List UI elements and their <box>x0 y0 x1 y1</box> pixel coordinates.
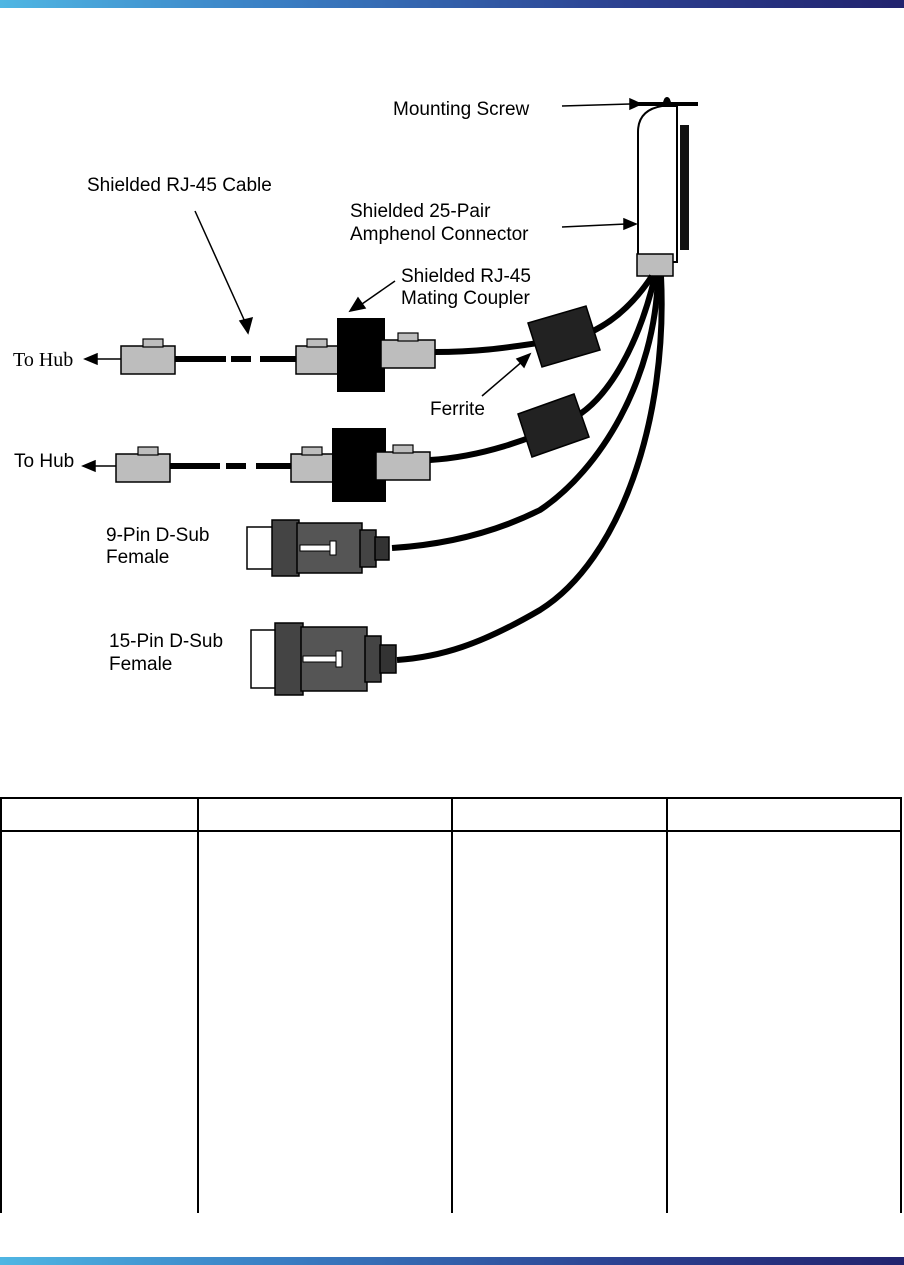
label-rj45-cable: Shielded RJ-45 Cable <box>87 175 272 196</box>
cable-diagram: Mounting Screw Shielded RJ-45 Cable Shie… <box>13 97 698 696</box>
amphenol-connector <box>632 97 698 277</box>
coupler-2 <box>290 428 431 502</box>
label-ferrite: Ferrite <box>430 399 485 420</box>
coupler-1 <box>295 318 436 392</box>
label-dsub15-line2: Female <box>109 654 172 675</box>
rj45-plug-hub-2 <box>115 446 171 483</box>
label-amphenol-line1: Shielded 25-Pair <box>350 201 491 222</box>
table-col-border <box>451 797 453 1213</box>
table-col-border <box>666 797 668 1213</box>
leader-lines <box>81 97 643 473</box>
table-col-border <box>0 797 2 1213</box>
label-coupler-line1: Shielded RJ-45 <box>401 266 531 287</box>
label-dsub9-line2: Female <box>106 547 169 568</box>
cable-bundle <box>391 274 665 663</box>
ferrite-1 <box>527 305 601 368</box>
label-dsub15-line1: 15-Pin D-Sub <box>109 631 223 652</box>
label-to-hub-2: To Hub <box>14 451 74 472</box>
dsub15-connector <box>250 622 397 696</box>
header-gradient-bar <box>0 0 904 8</box>
ferrite-2 <box>517 393 590 458</box>
rj45-plug-hub-1 <box>120 338 176 375</box>
table-col-border <box>197 797 199 1213</box>
label-dsub9-line1: 9-Pin D-Sub <box>106 525 210 546</box>
label-mounting-screw: Mounting Screw <box>393 99 530 120</box>
label-coupler-line2: Mating Coupler <box>401 288 531 309</box>
data-table <box>0 797 902 1213</box>
footer-gradient-bar <box>0 1257 904 1265</box>
dsub9-connector <box>246 519 390 577</box>
label-amphenol-line2: Amphenol Connector <box>350 224 529 245</box>
label-to-hub-1: To Hub <box>13 349 73 371</box>
table-col-border <box>900 797 902 1213</box>
